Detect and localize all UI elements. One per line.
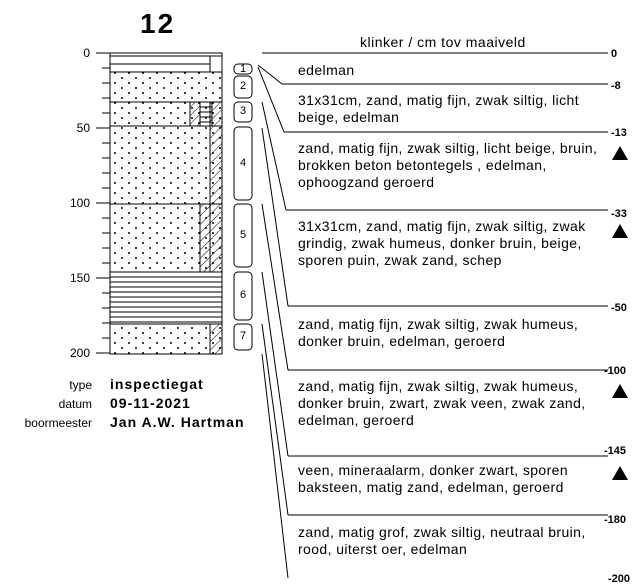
layer-description: edelman [298, 62, 355, 78]
layer-description: zand, matig fijn, zwak siltig, zwak hume… [298, 378, 586, 428]
depth-label: 0 [611, 48, 618, 60]
sample-markers [612, 146, 628, 480]
layer-number: 2 [239, 80, 247, 92]
triangle-up-icon [612, 384, 628, 398]
axis-tick-label: 50 [76, 121, 90, 135]
date-value: 09-11-2021 [110, 395, 191, 411]
layer-description: 31x31cm, zand, matig fijn, zwak siltig, … [298, 92, 579, 125]
type-value: inspectiegat [110, 376, 204, 392]
type-label: type [69, 378, 92, 392]
depth-label: -13 [611, 127, 627, 139]
connector-lines [257, 52, 608, 579]
triangle-up-icon [612, 224, 628, 238]
triangle-up-icon [612, 146, 628, 160]
depth-label: -50 [611, 302, 627, 314]
depth-label: -200 [608, 573, 631, 585]
triangle-up-icon [612, 466, 628, 480]
depth-label: -100 [604, 365, 627, 377]
layer-description: zand, matig grof, zwak siltig, neutraal … [298, 524, 586, 557]
driller-label: boormeester [24, 416, 92, 430]
axis-tick-label: 0 [83, 46, 90, 60]
layer-description: zand, matig fijn, zwak siltig, licht bei… [298, 140, 598, 190]
layer-number: 5 [239, 229, 247, 241]
depth-label: -8 [611, 80, 621, 92]
layer-number: 3 [239, 105, 247, 117]
layer-number: 4 [239, 157, 247, 169]
column-header: klinker / cm tov maaiveld [360, 34, 526, 50]
axis-tick-label: 200 [69, 346, 90, 360]
layer-number: 1 [239, 63, 247, 75]
depth-label: -145 [604, 445, 627, 457]
layer-description: veen, mineraalarm, donker zwart, sporen … [298, 462, 569, 495]
axis-tick-label: 100 [69, 196, 90, 210]
layer-number: 7 [239, 330, 247, 342]
depth-axis [96, 52, 110, 354]
layer-number: 6 [239, 289, 247, 301]
layer-number-boxes [233, 63, 253, 351]
date-label: datum [58, 397, 92, 411]
layer-description: 31x31cm, zand, matig fijn, zwak siltig, … [298, 218, 586, 268]
lithology-column [109, 52, 223, 355]
axis-tick-label: 150 [69, 271, 90, 285]
driller-value: Jan A.W. Hartman [110, 414, 245, 430]
layer-description: zand, matig fijn, zwak siltig, zwak hume… [298, 316, 579, 349]
depth-label: -33 [611, 208, 627, 220]
boring-number: 12 [140, 8, 176, 39]
depth-label: -180 [604, 514, 627, 526]
